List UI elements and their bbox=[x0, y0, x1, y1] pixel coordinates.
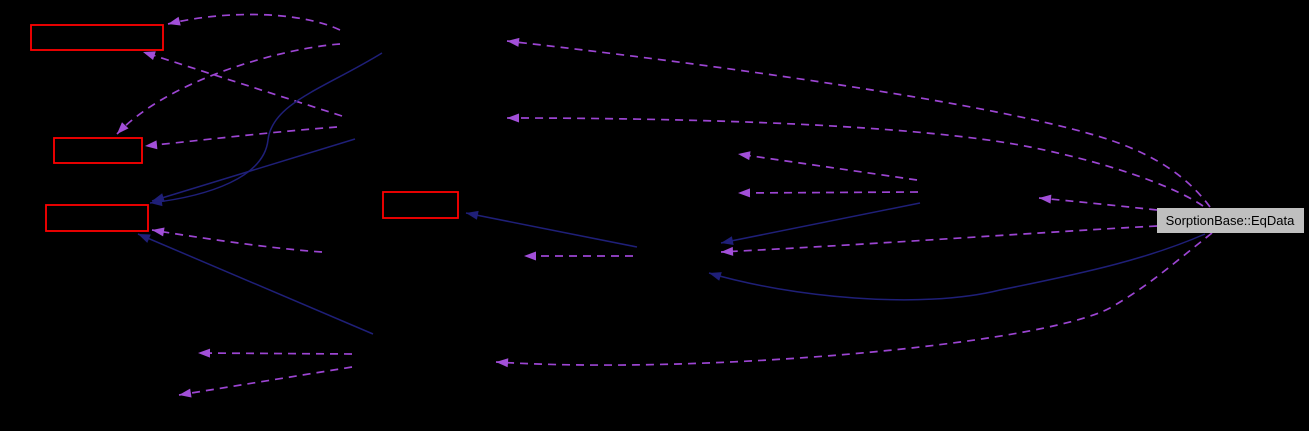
inheritance-edge-bottom-to-lowerleft bbox=[137, 233, 374, 335]
node-top-left[interactable] bbox=[30, 24, 164, 51]
inheritance-edge-to-center-node bbox=[465, 210, 638, 248]
usage-edge-to-topleft-node-bottom bbox=[142, 51, 343, 117]
inheritance-edge-straight-to-lowerleft bbox=[151, 138, 356, 202]
usage-edge-main-to-midright-hidden bbox=[1038, 194, 1158, 211]
usage-edge-to-midleft-node-top bbox=[116, 43, 341, 135]
usage-edge-midright-diagonal bbox=[737, 151, 918, 181]
usage-edge-arc-to-topleft-node bbox=[167, 13, 341, 31]
inheritance-edge-main-bottom-curve bbox=[708, 233, 1206, 301]
usage-edge-to-lowerleft-node bbox=[151, 227, 323, 253]
usage-edge-main-to-upper-hidden-2 bbox=[506, 113, 1204, 207]
main-node-box[interactable] bbox=[1157, 208, 1304, 233]
usage-edge-main-to-center-hidden bbox=[720, 225, 1158, 256]
usage-edge-midright-horizontal bbox=[737, 188, 919, 198]
inheritance-edge-scurve-to-lowerleft bbox=[149, 52, 383, 207]
node-lower-left[interactable] bbox=[45, 204, 149, 232]
usage-edge-bottomleft-diagonal bbox=[178, 366, 353, 398]
usage-edge-bottomleft-horizontal bbox=[197, 348, 353, 358]
node-middle-left[interactable] bbox=[53, 137, 143, 164]
usage-edge-to-midleft-node-right bbox=[144, 126, 338, 150]
node-main[interactable]: SorptionBase::EqData bbox=[1157, 208, 1304, 233]
inheritance-edge-midright-to-center bbox=[720, 202, 921, 246]
usage-edge-main-bottom-sweep bbox=[495, 232, 1213, 368]
main-node-label: SorptionBase::EqData bbox=[1166, 213, 1295, 228]
node-center[interactable] bbox=[382, 191, 459, 219]
